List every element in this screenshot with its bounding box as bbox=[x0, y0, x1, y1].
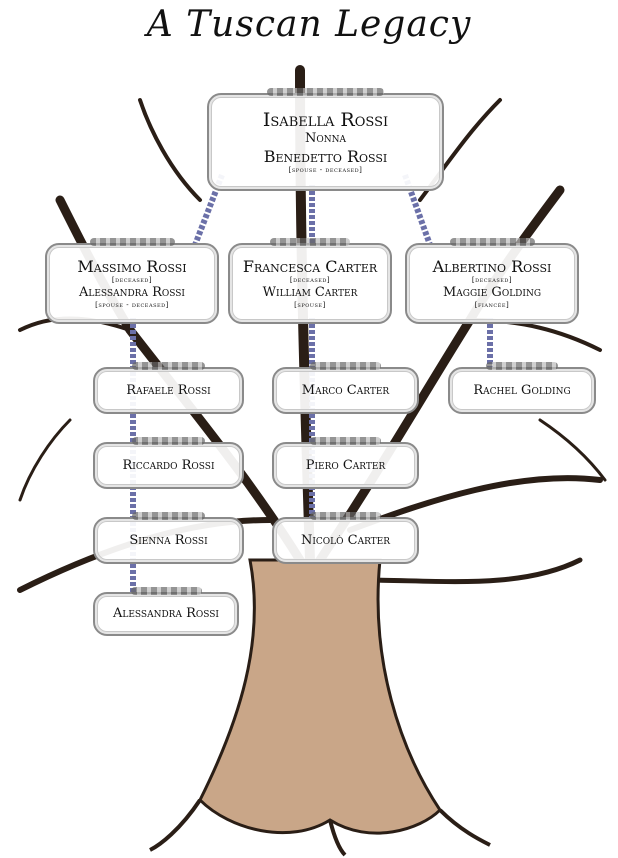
grandchild-card: Rafaele Rossi bbox=[93, 362, 244, 414]
child-note: [deceased] bbox=[289, 276, 331, 284]
child-card: Massimo Rossi [deceased] Alessandra Ross… bbox=[45, 238, 219, 324]
root-spouse: Benedetto Rossi bbox=[263, 147, 388, 166]
grandchild-card: Alessandra Rossi bbox=[93, 587, 239, 636]
partner-note: [spouse] bbox=[294, 301, 326, 309]
root-spouse-note: [spouse - deceased] bbox=[288, 166, 363, 174]
grandchild-card: Riccardo Rossi bbox=[93, 437, 244, 489]
branch bbox=[357, 557, 583, 585]
child-name: Francesca Carter bbox=[242, 257, 378, 276]
root-name: Isabella Rossi bbox=[262, 109, 389, 131]
trunk-roots bbox=[149, 798, 491, 857]
diagram-title: A Tuscan Legacy bbox=[146, 4, 472, 45]
child-card: Francesca Carter [deceased] William Cart… bbox=[228, 238, 392, 324]
child-name: Albertino Rossi bbox=[432, 257, 552, 276]
grandchild-card: Marco Carter bbox=[272, 362, 419, 414]
child-note: [deceased] bbox=[471, 276, 513, 284]
root-card: Isabella Rossi Nonna Benedetto Rossi [sp… bbox=[207, 88, 444, 191]
grandchild-card: Nicolò Carter bbox=[272, 512, 419, 564]
branch bbox=[138, 98, 202, 202]
partner-note: [spouse - deceased] bbox=[95, 301, 169, 309]
grandchild-card: Piero Carter bbox=[272, 437, 419, 489]
grandchild-card: Rachel Golding bbox=[448, 362, 596, 414]
partner-note: [fiancée] bbox=[474, 301, 510, 309]
child-card: Albertino Rossi [deceased] Maggie Goldin… bbox=[405, 238, 579, 324]
branch bbox=[18, 418, 72, 502]
child-note: [deceased] bbox=[111, 276, 153, 284]
branch bbox=[315, 185, 565, 565]
partner-name: Alessandra Rossi bbox=[78, 285, 185, 300]
partner-name: Maggie Golding bbox=[442, 285, 542, 300]
grandchild-card: Sienna Rossi bbox=[93, 512, 244, 564]
child-name: Massimo Rossi bbox=[77, 257, 187, 276]
partner-name: William Carter bbox=[262, 285, 358, 300]
branch bbox=[538, 418, 607, 482]
root-role: Nonna bbox=[304, 131, 346, 146]
